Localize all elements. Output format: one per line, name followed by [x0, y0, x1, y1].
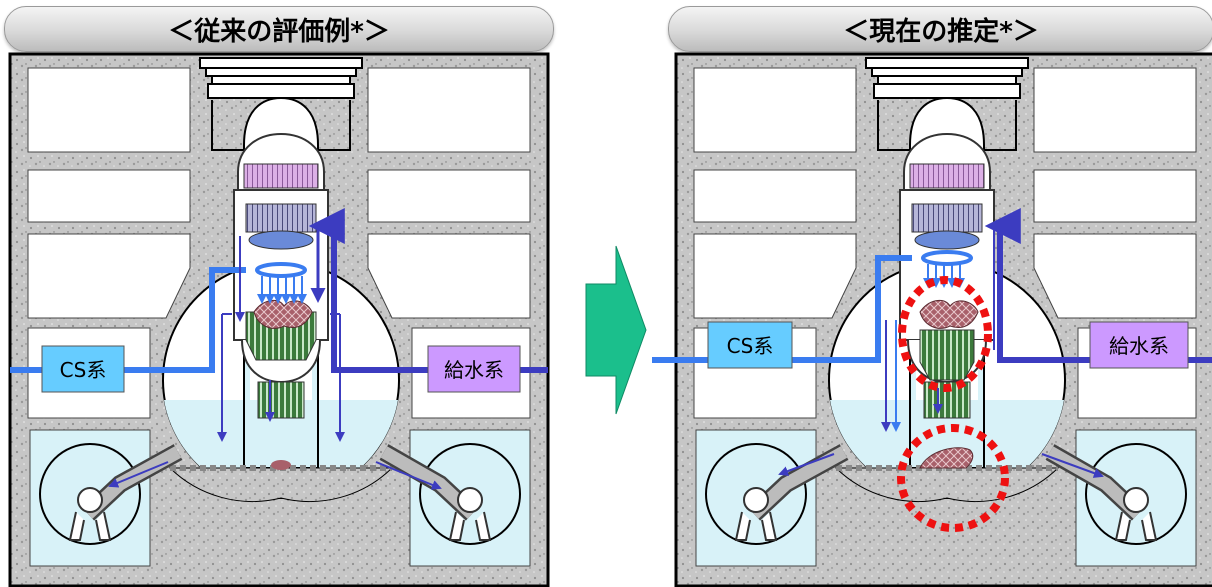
right-panel-title: ＜現在の推定*＞ [668, 6, 1212, 52]
left-cs-system-label: CS系 [41, 345, 125, 393]
pedestal-debris-marker [897, 424, 1009, 532]
left-reactor-diagram [10, 54, 548, 586]
svg-text:給水系: 給水系 [444, 358, 504, 382]
right-cs-system-label: CS系 [707, 321, 793, 369]
right-reactor-diagram [652, 54, 1212, 586]
left-panel-title: ＜従来の評価例*＞ [4, 6, 554, 52]
transition-arrow [585, 245, 647, 415]
left-feedwater-system-label: 給水系 [427, 345, 521, 393]
svg-text:給水系: 給水系 [1109, 334, 1169, 358]
core-damage-marker [898, 276, 992, 392]
right-feedwater-system-label: 給水系 [1089, 321, 1189, 369]
svg-text:CS系: CS系 [727, 334, 774, 358]
svg-text:CS系: CS系 [60, 358, 107, 382]
